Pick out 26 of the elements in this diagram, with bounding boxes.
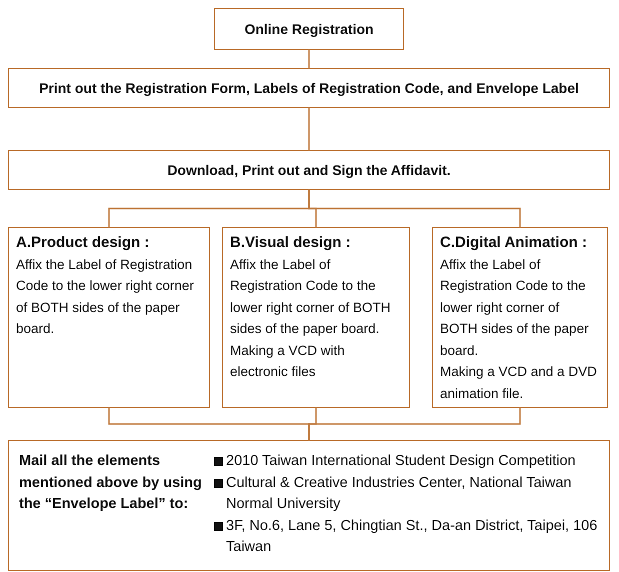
box-heading: B.Visual design : <box>230 233 352 253</box>
instruction-text: Affix the Label of Registration Code to the lower right corner of BOTH sides of the paper board. <box>16 256 195 338</box>
process-box <box>214 8 404 50</box>
process-box <box>8 227 210 408</box>
address-line: 3F, No.6, Lane 5, Chingtian St., Da-an District, Taipei, 106 Taiwan <box>226 516 598 557</box>
box-heading: Mail all the elements mentioned above by using the “Envelope Label” to: <box>19 452 203 514</box>
step-text: Print out the Registration Form, Labels of Registration Code, and Envelope Label <box>39 80 579 96</box>
step-text: Download, Print out and Sign the Affidavit. <box>167 162 451 178</box>
connector-line <box>308 408 521 440</box>
process-box <box>8 68 610 108</box>
instruction-text: Affix the Label of Registration Code to the lower right corner of BOTH sides of the paper board. <box>230 256 392 338</box>
address-line: 2010 Taiwan International Student Design Competition <box>226 452 576 471</box>
box-heading: C.Digital Animation : <box>440 233 588 253</box>
instruction-text: Making a VCD and a DVD animation file. <box>440 363 598 402</box>
instruction-text: Affix the Label of Registration Code to the lower right corner of BOTH sides of the paper board. <box>440 256 590 360</box>
connector-line <box>308 190 521 227</box>
connector-line <box>308 108 310 150</box>
connector-line <box>308 50 310 68</box>
process-box <box>222 227 410 408</box>
instruction-text: Making a VCD with electronic files <box>230 342 346 381</box>
process-box <box>8 150 610 190</box>
address-line: Cultural & Creative Industries Center, National Taiwan Normal University <box>226 474 572 514</box>
step-text: Online Registration <box>244 21 374 37</box>
process-box <box>8 440 610 571</box>
box-heading: A.Product design : <box>16 233 150 253</box>
process-box <box>432 227 608 408</box>
